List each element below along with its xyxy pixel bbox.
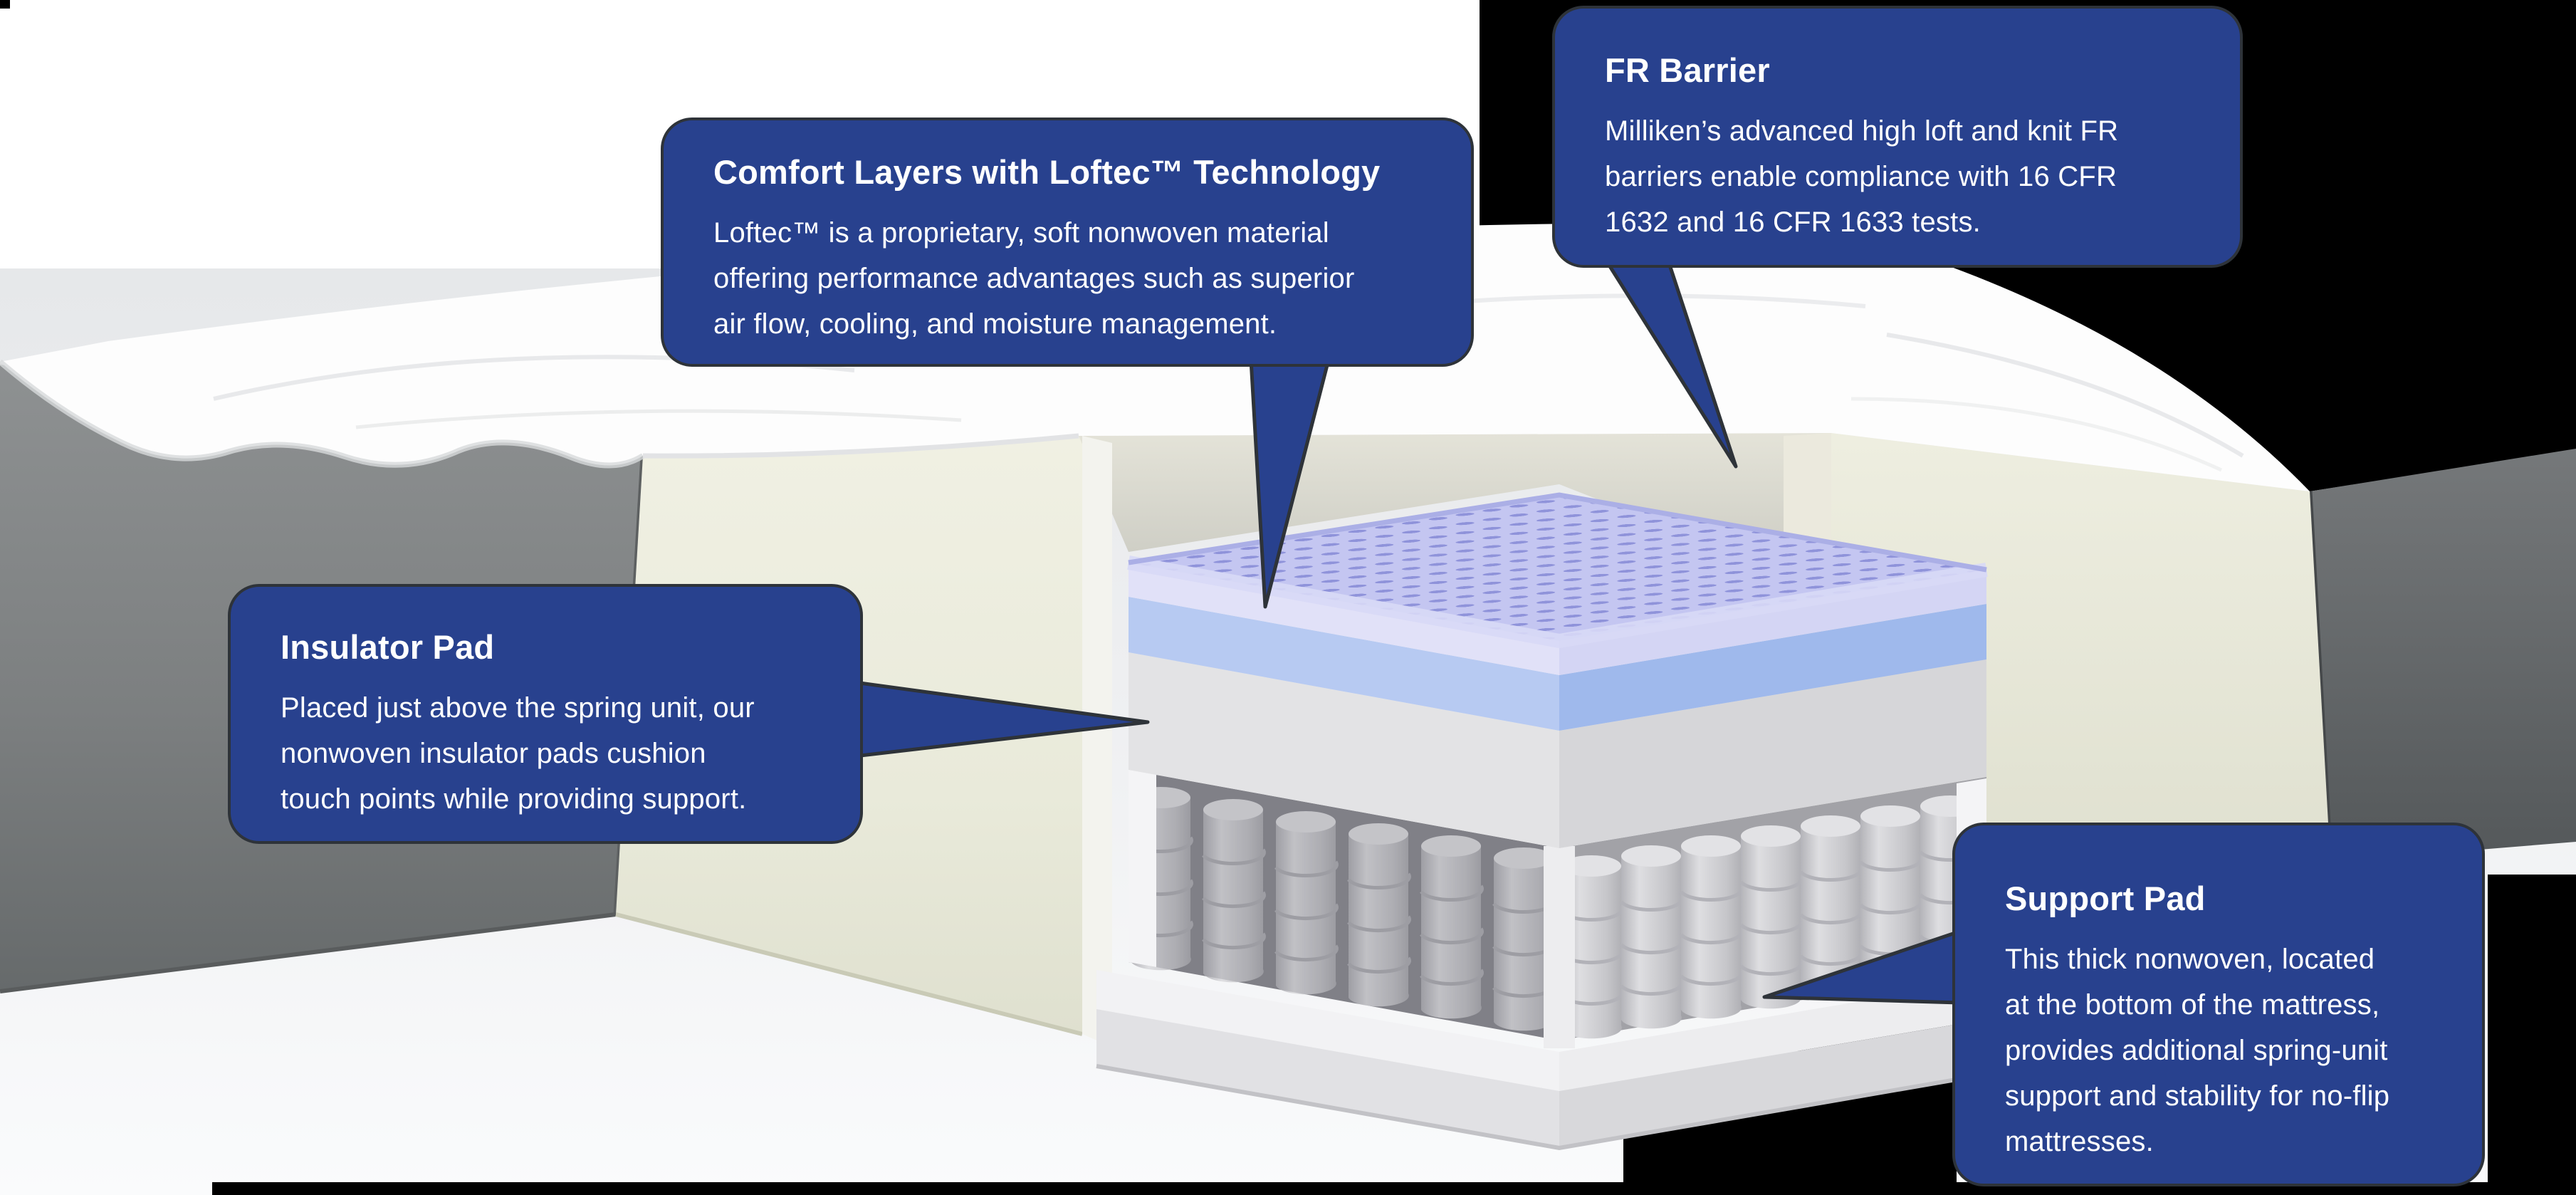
callout-support-title: Support Pad	[2005, 880, 2206, 917]
spring-corner-board	[1544, 846, 1575, 1048]
spring-end-board-left	[1129, 768, 1156, 967]
support-pad-base	[1096, 970, 2023, 1151]
callout-fr-title: FR Barrier	[1605, 51, 1770, 89]
callout-fr-barrier: FR Barrier Milliken’s advanced high loft…	[1552, 6, 2243, 268]
callout-insulator-body: Placed just above the spring unit, our n…	[281, 692, 755, 815]
right-corner-panel	[2310, 449, 2576, 862]
blue-comfort-layer	[1129, 597, 1986, 731]
insulator-pad-layer	[1129, 652, 1986, 848]
callout-comfort-layers: Comfort Layers with Loftec™ Technology L…	[661, 118, 1474, 367]
callout-fr-body: Milliken’s advanced high loft and knit F…	[1605, 115, 2119, 239]
callout-support-pad: Support Pad This thick nonwoven, located…	[1952, 823, 2485, 1186]
callout-insulator-pad: Insulator Pad Placed just above the spri…	[228, 584, 863, 844]
callout-comfort-title: Comfort Layers with Loftec™ Technology	[713, 153, 1381, 191]
cutaway-left-wall	[1082, 436, 1112, 1047]
callout-support-body: This thick nonwoven, located at the bott…	[2005, 944, 2390, 1158]
layer-cube	[1096, 492, 2023, 1151]
callout-comfort-body: Loftec™ is a proprietary, soft nonwoven …	[713, 217, 1355, 340]
callout-insulator-title: Insulator Pad	[281, 628, 495, 666]
loftec-comfort-layer	[1127, 492, 1988, 675]
